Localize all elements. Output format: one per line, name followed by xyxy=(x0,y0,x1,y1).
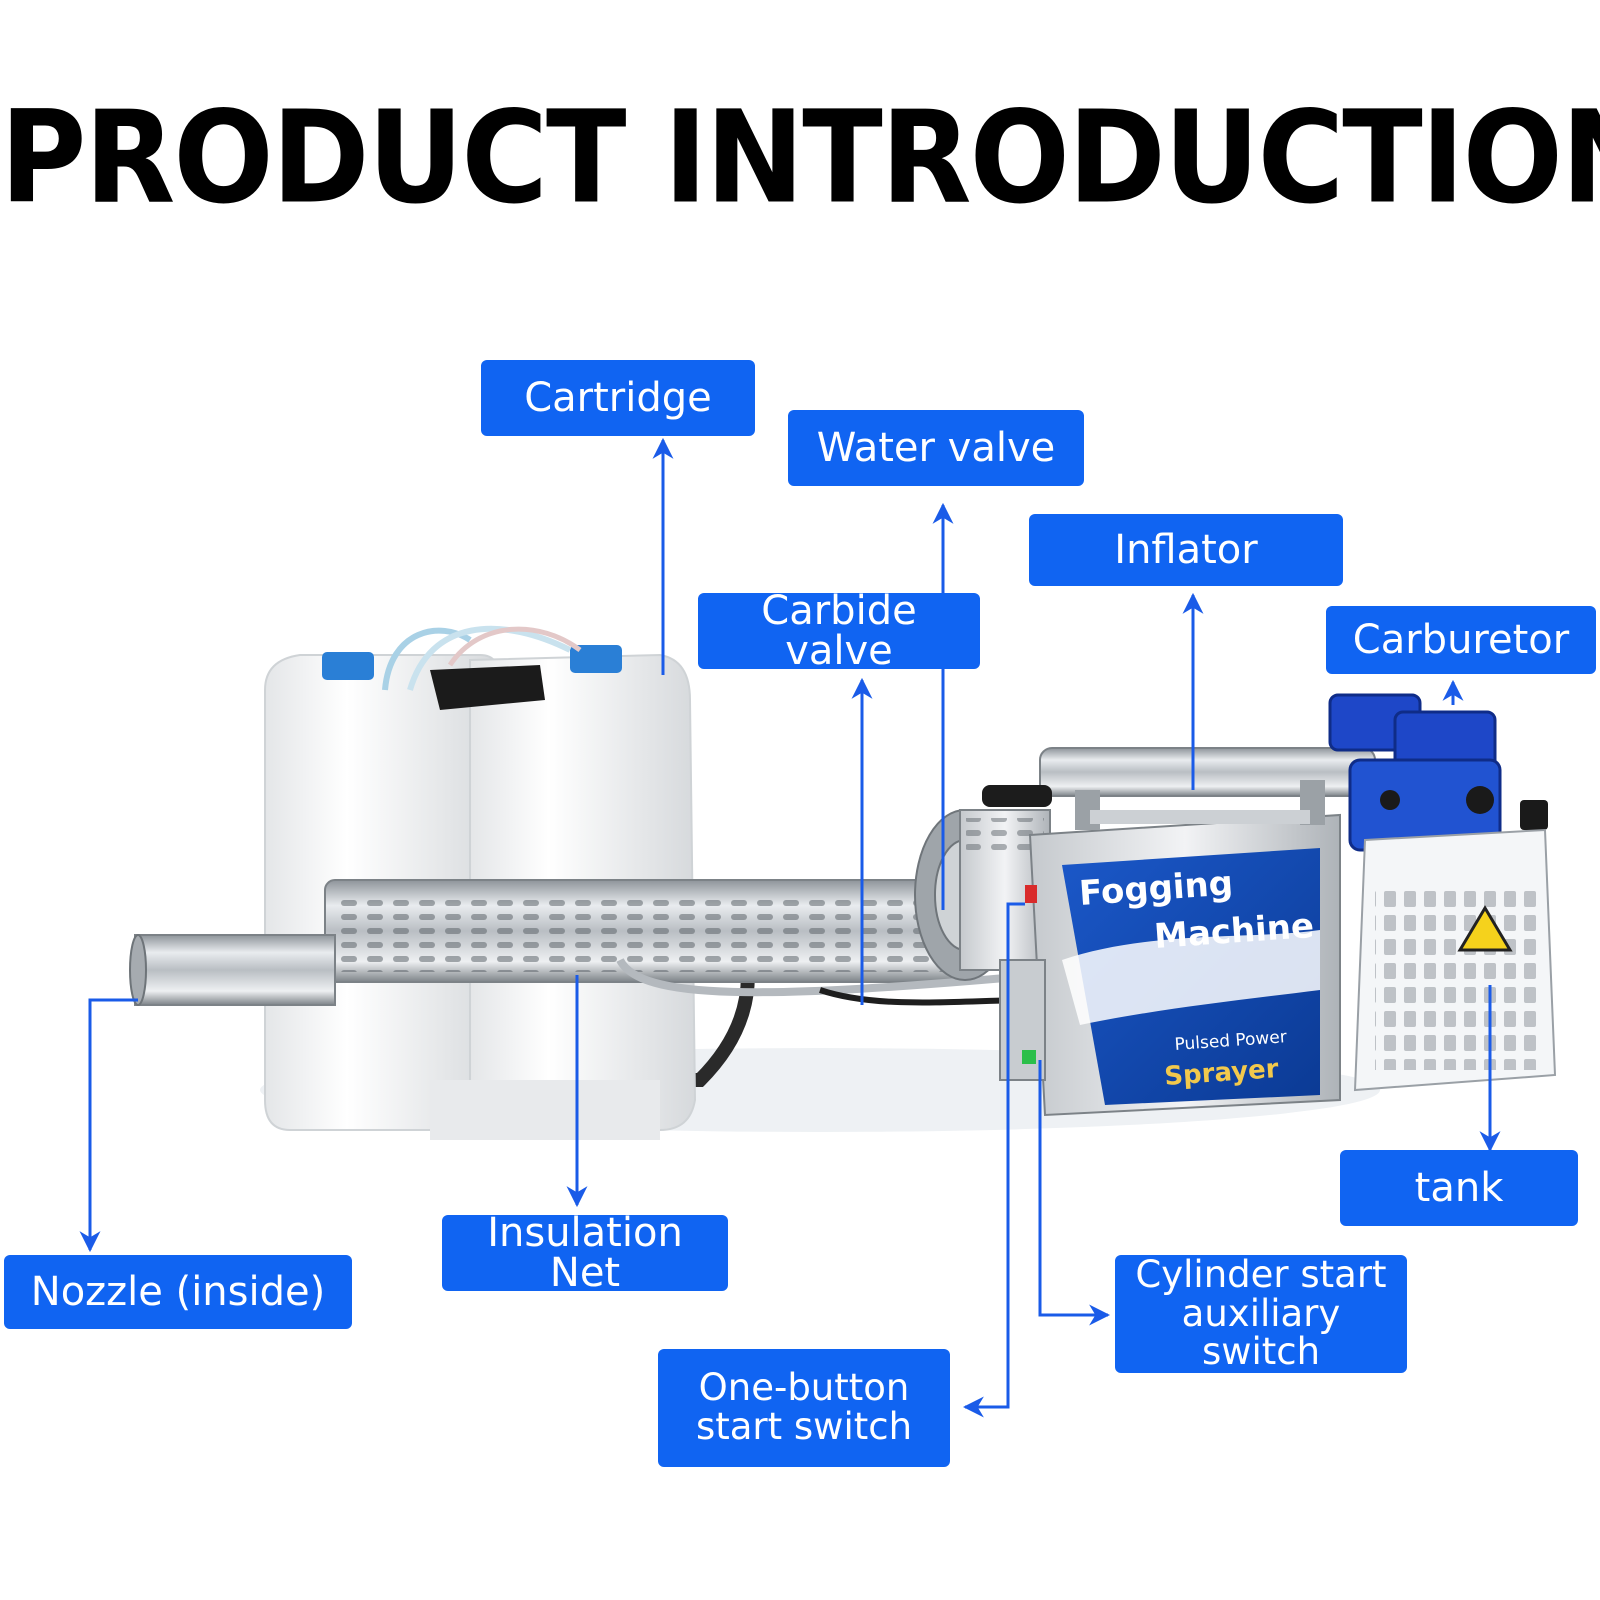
label-water-valve: Water valve xyxy=(788,410,1084,486)
hazard-icon xyxy=(1457,905,1513,952)
arrow-one-button xyxy=(962,902,1025,1418)
label-carburetor: Carburetor xyxy=(1326,606,1596,674)
label-one-button-line1: One-button xyxy=(698,1366,910,1410)
label-tank: tank xyxy=(1340,1150,1578,1226)
nozzle-pipe xyxy=(129,934,336,1006)
label-cartridge: Cartridge xyxy=(481,360,755,436)
inflator xyxy=(982,747,1376,830)
arrow-cylinder-start xyxy=(1038,1060,1111,1326)
label-carbide-valve: Carbide valve xyxy=(698,591,980,671)
machine-body: Fogging Machine Pulsed Power Sprayer xyxy=(999,813,1341,1117)
fuel-tank xyxy=(1353,800,1557,1092)
label-cylinder-start-line2: auxiliary switch xyxy=(1181,1291,1341,1374)
label-nozzle: Nozzle (inside) xyxy=(4,1255,352,1329)
one-button-start-icon xyxy=(1025,885,1037,903)
label-cylinder-start-line1: Cylinder start xyxy=(1135,1252,1387,1296)
insulation-net xyxy=(324,879,966,983)
fuel-pipe xyxy=(616,957,1041,997)
cylinder-start-icon xyxy=(1022,1050,1036,1064)
label-one-button: One-button start switch xyxy=(658,1349,950,1467)
label-inflator: Inflator xyxy=(1029,514,1343,586)
label-one-button-line2: start switch xyxy=(695,1405,913,1448)
arrow-nozzle xyxy=(79,998,138,1253)
carburetor xyxy=(1328,693,1502,852)
label-insulation-net: Insulation Net xyxy=(442,1213,728,1293)
page-title: PRODUCT INTRODUCTION xyxy=(0,82,1600,232)
leader-arrows xyxy=(79,437,1501,1418)
label-cylinder-start: Cylinder start auxiliary switch xyxy=(1115,1255,1407,1373)
